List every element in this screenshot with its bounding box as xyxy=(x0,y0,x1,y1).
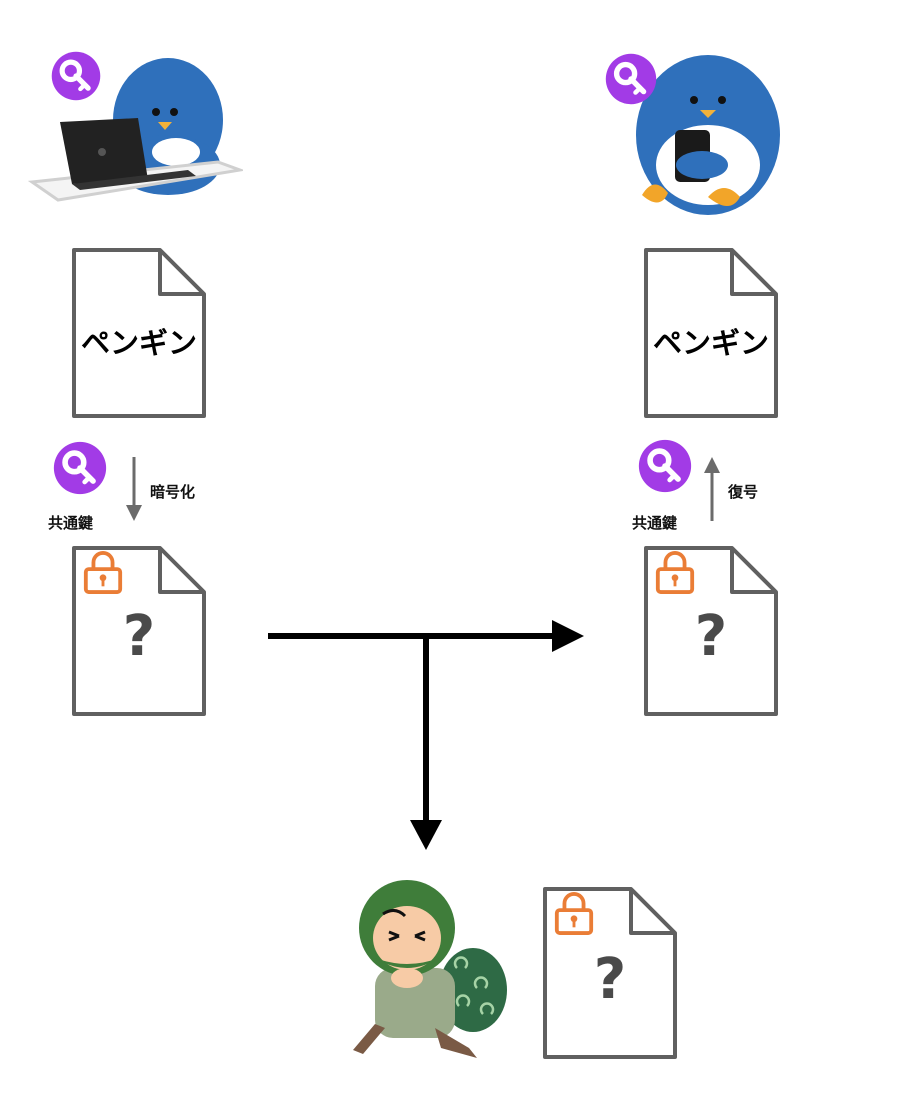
receiver-penguin-illustration xyxy=(620,45,790,220)
lock-icon xyxy=(654,550,696,594)
intercepted-encrypted-document: ? xyxy=(543,887,677,1059)
decrypt-label: 復号 xyxy=(728,483,759,501)
lock-icon xyxy=(553,891,595,935)
intercepted-encrypted-mark: ? xyxy=(593,947,627,1012)
thief-illustration xyxy=(345,878,510,1063)
sender-key-icon xyxy=(50,50,102,102)
sender-plaintext-document: ペンギン xyxy=(72,248,206,418)
sender-shared-key-icon xyxy=(52,440,108,496)
decrypt-arrow xyxy=(702,455,722,523)
receiver-shared-key-icon xyxy=(637,438,693,494)
receiver-shared-key-label: 共通鍵 xyxy=(632,514,678,532)
receiver-encrypted-mark: ? xyxy=(694,604,728,669)
sender-encrypted-mark: ? xyxy=(122,604,156,669)
encrypt-label: 暗号化 xyxy=(150,483,196,501)
sender-penguin-illustration xyxy=(28,50,243,210)
sender-encrypted-document: ? xyxy=(72,546,206,716)
sender-shared-key-label: 共通鍵 xyxy=(48,514,94,532)
transmission-arrow xyxy=(266,618,586,858)
encrypt-arrow xyxy=(124,455,144,523)
sender-document-text: ペンギン xyxy=(80,326,197,360)
receiver-encrypted-document: ? xyxy=(644,546,778,716)
lock-icon xyxy=(82,550,124,594)
receiver-plaintext-document: ペンギン xyxy=(644,248,778,418)
receiver-key-icon xyxy=(604,52,658,106)
receiver-document-text: ペンギン xyxy=(652,326,769,360)
